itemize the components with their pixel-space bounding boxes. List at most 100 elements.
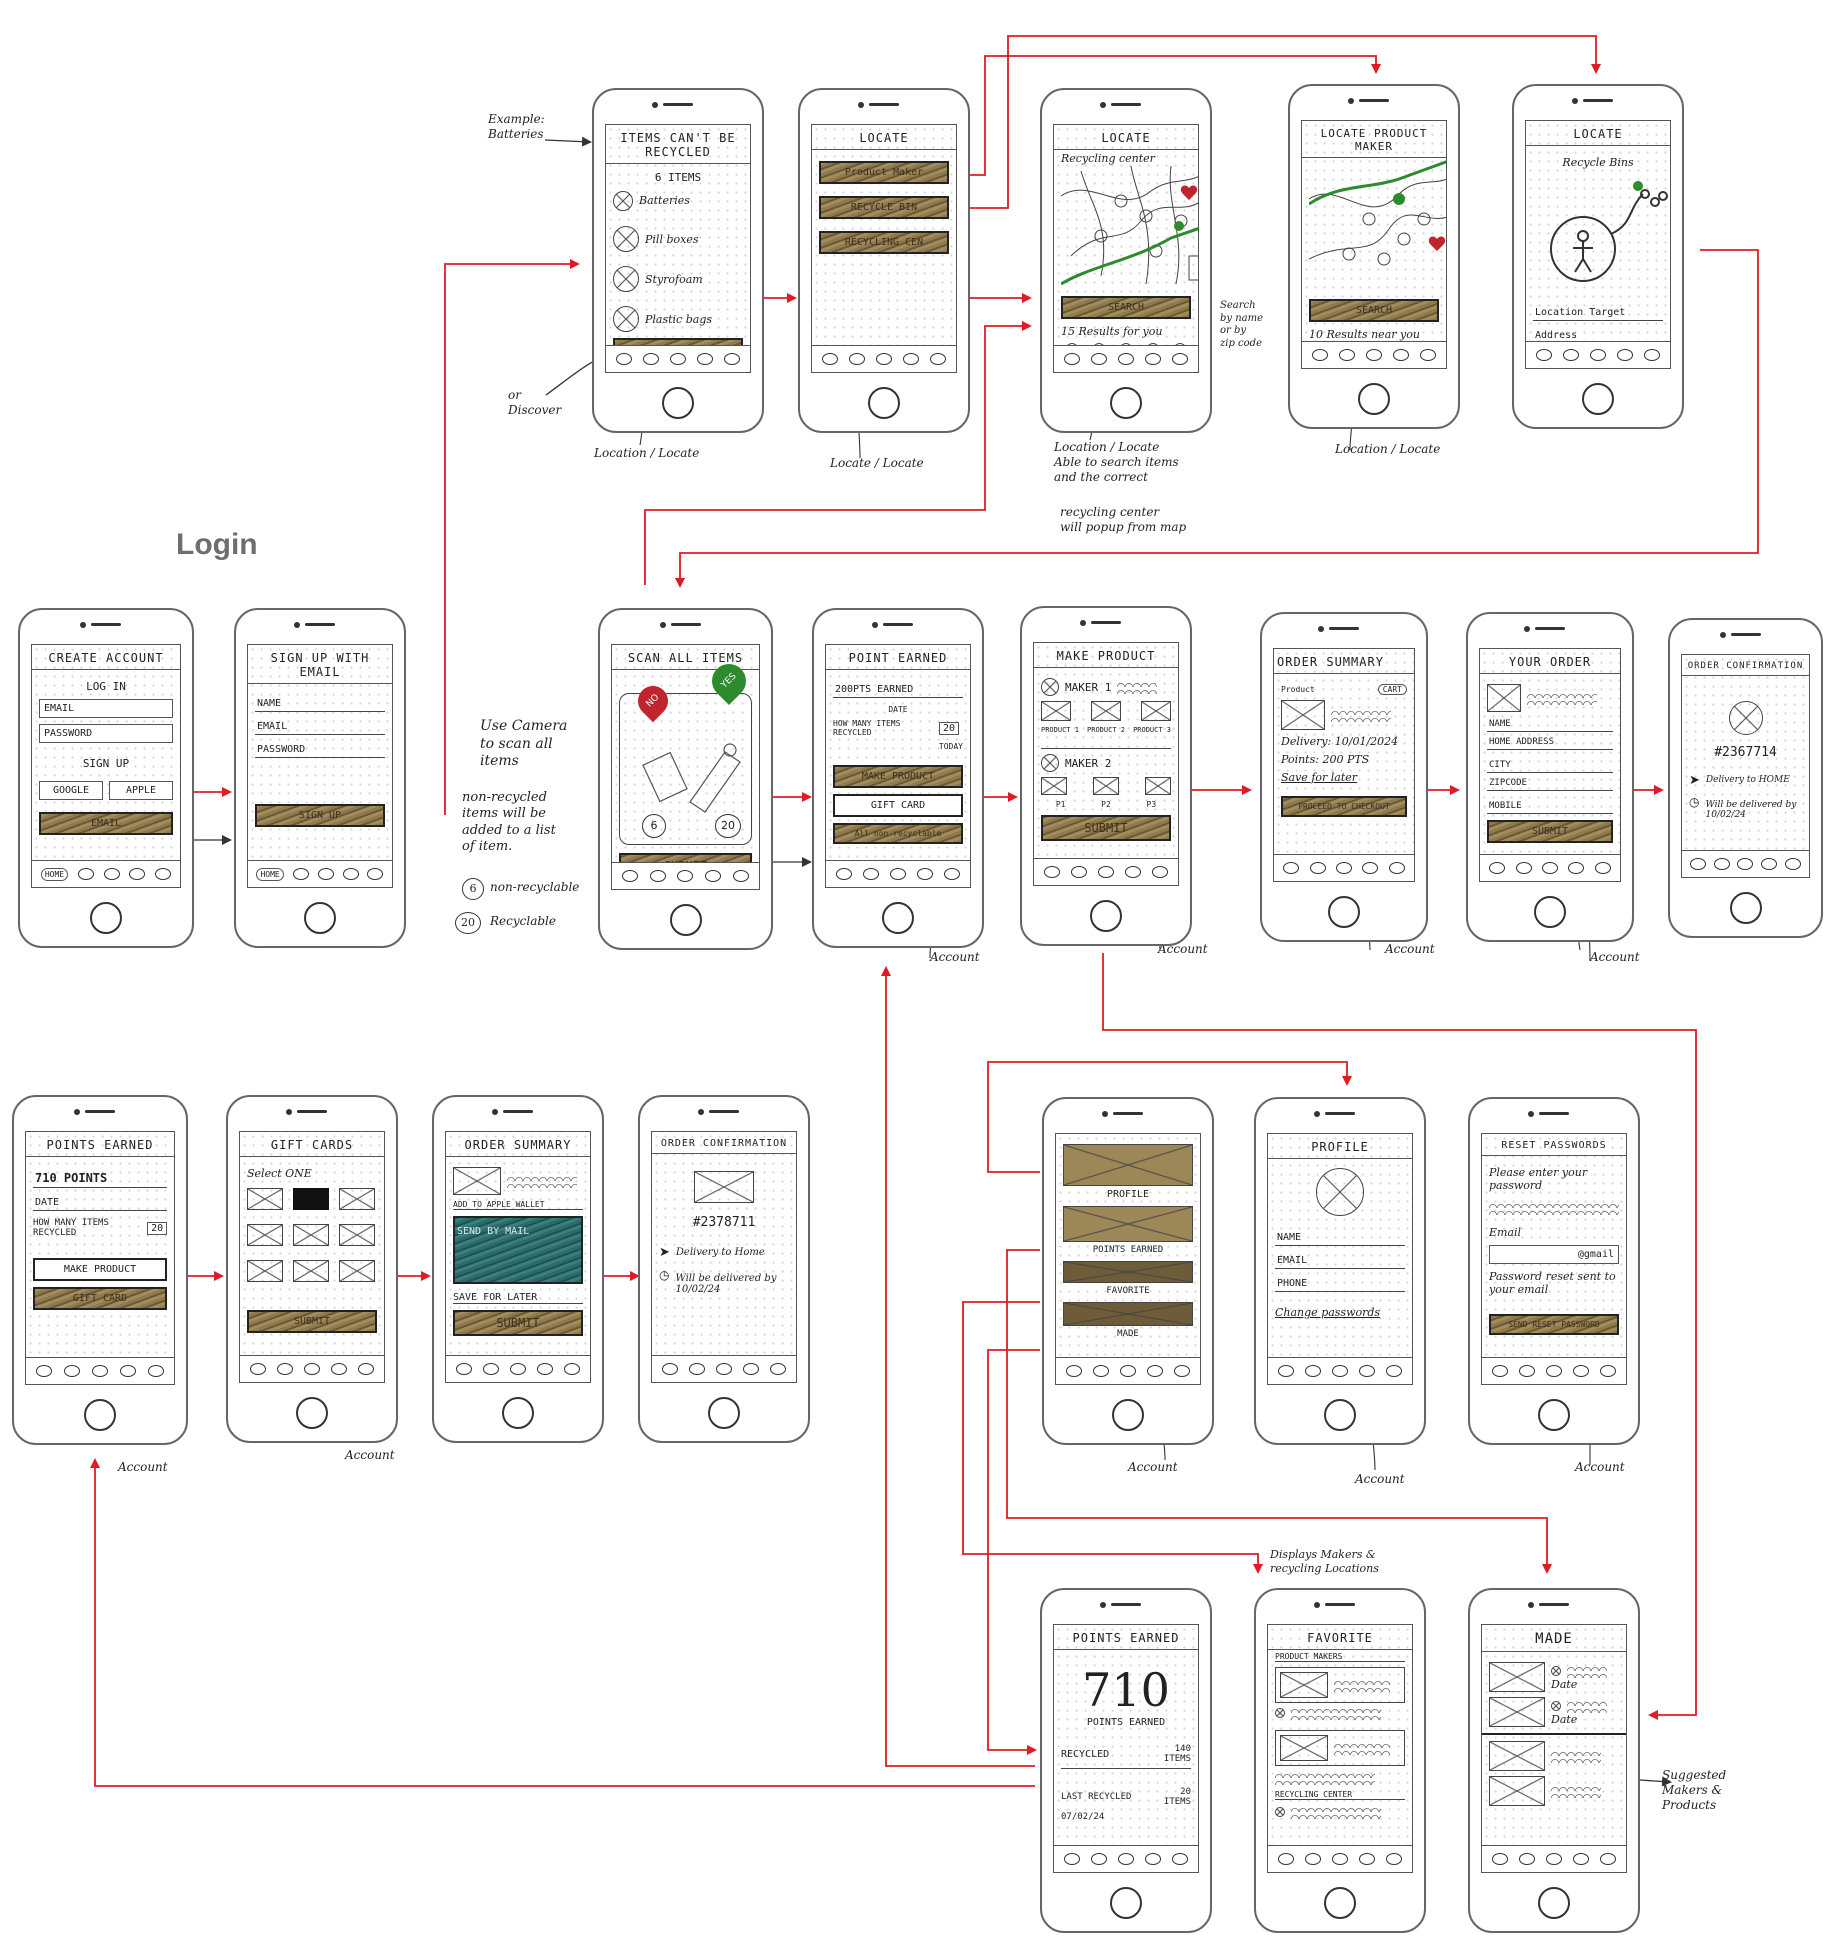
nav-dot[interactable] (848, 353, 865, 365)
nav-dot[interactable] (1304, 1365, 1321, 1377)
nav-dot[interactable] (1562, 349, 1579, 361)
nav-dot[interactable] (1043, 866, 1060, 878)
nav-dot[interactable] (1090, 1853, 1107, 1865)
password-field[interactable]: PASSWORD (255, 742, 385, 758)
home-button[interactable] (1582, 383, 1614, 415)
nav-dot[interactable] (724, 353, 741, 365)
nav-dot[interactable] (1277, 1365, 1294, 1377)
nav-dot[interactable] (1092, 1365, 1109, 1377)
save-for-later-link[interactable]: SAVE FOR LATER (453, 1292, 583, 1304)
nav-dot[interactable] (1283, 862, 1300, 874)
nav-dot[interactable] (120, 1365, 136, 1377)
menu-favorite[interactable]: FAVORITE (1106, 1286, 1150, 1296)
search-button[interactable]: SEARCH (1309, 299, 1439, 322)
nav-home[interactable]: HOME (40, 867, 69, 881)
home-button[interactable] (868, 387, 900, 419)
nav-dot[interactable] (1117, 1853, 1134, 1865)
map-view[interactable] (1060, 165, 1199, 286)
favorite-card[interactable] (1275, 1667, 1405, 1703)
name-field[interactable]: NAME (1487, 717, 1613, 732)
favorite-banner[interactable] (1063, 1261, 1193, 1283)
nav-dot[interactable] (148, 1365, 164, 1377)
nav-dot[interactable] (1152, 866, 1169, 878)
nav-dot[interactable] (1304, 1853, 1321, 1865)
nav-dot[interactable] (688, 1363, 705, 1375)
make-product-button[interactable]: MAKE PRODUCT (833, 765, 963, 788)
nav-dot[interactable] (1545, 1853, 1562, 1865)
nav-dot[interactable] (615, 353, 632, 365)
home-button[interactable] (882, 902, 914, 934)
home-button[interactable] (1534, 896, 1566, 928)
nav-dot[interactable] (1331, 1853, 1348, 1865)
nav-dot[interactable] (1125, 866, 1142, 878)
address-field[interactable]: HOME ADDRESS (1487, 735, 1613, 750)
nav-home[interactable]: HOME (256, 867, 284, 881)
nav-dot[interactable] (1518, 1365, 1535, 1377)
nav-dot[interactable] (292, 868, 309, 880)
gift-card-button[interactable]: GIFT CARD (833, 794, 963, 817)
home-button[interactable] (1110, 387, 1142, 419)
home-button[interactable] (662, 387, 694, 419)
product-image[interactable] (1093, 777, 1119, 795)
apple-wallet-link[interactable]: ADD TO APPLE WALLET (453, 1200, 583, 1210)
name-field[interactable]: NAME (255, 696, 385, 712)
nav-dot[interactable] (1309, 862, 1326, 874)
nav-dot[interactable] (649, 870, 666, 882)
nav-dot[interactable] (821, 353, 838, 365)
profile-banner[interactable] (1063, 1144, 1193, 1186)
zip-field[interactable]: ZIPCODE (1487, 776, 1613, 791)
nav-dot[interactable] (1589, 349, 1606, 361)
product-image[interactable] (1091, 701, 1121, 721)
nav-dot[interactable] (917, 868, 934, 880)
nav-dot[interactable] (1541, 862, 1558, 874)
nav-dot[interactable] (770, 1363, 787, 1375)
nav-dot[interactable] (64, 1365, 80, 1377)
nav-dot[interactable] (509, 1363, 526, 1375)
nav-dot[interactable] (1145, 353, 1162, 365)
nav-dot[interactable] (331, 1363, 348, 1375)
apple-button[interactable]: APPLE (109, 781, 173, 800)
nav-dot[interactable] (276, 1363, 293, 1375)
gift-card-option[interactable] (247, 1188, 283, 1210)
nav-dot[interactable] (1172, 1853, 1189, 1865)
location-target[interactable]: Location Target (1533, 305, 1663, 321)
recycle-bin-button[interactable]: RECYCLE BIN (819, 196, 949, 219)
nav-dot[interactable] (733, 870, 750, 882)
nav-dot[interactable] (1761, 858, 1778, 870)
nav-dot[interactable] (1491, 1365, 1508, 1377)
nav-dot[interactable] (1147, 1365, 1164, 1377)
search-button[interactable]: SEARCH (1061, 296, 1191, 319)
send-by-mail-button[interactable]: SEND BY MAIL (453, 1216, 583, 1284)
nav-dot[interactable] (482, 1363, 499, 1375)
home-button[interactable] (1538, 1887, 1570, 1919)
product-image[interactable] (1489, 1662, 1545, 1692)
home-button[interactable] (1729, 892, 1762, 924)
gift-card-option[interactable] (339, 1224, 375, 1246)
nav-dot[interactable] (1070, 866, 1087, 878)
nav-dot[interactable] (358, 1363, 375, 1375)
home-button[interactable] (1110, 1887, 1142, 1919)
nav-dot[interactable] (1359, 1365, 1376, 1377)
nav-dot[interactable] (1311, 349, 1328, 361)
nav-dot[interactable] (1090, 353, 1107, 365)
gift-card-option[interactable] (247, 1224, 283, 1246)
home-button[interactable] (1538, 1399, 1570, 1431)
nav-dot[interactable] (1535, 349, 1552, 361)
nav-dot[interactable] (697, 353, 714, 365)
product-image[interactable] (1141, 701, 1171, 721)
change-password-link[interactable]: Change passwords (1275, 1306, 1381, 1319)
nav-dot[interactable] (1172, 353, 1189, 365)
nav-dot[interactable] (77, 868, 94, 880)
nav-dot[interactable] (1518, 1853, 1535, 1865)
nav-dot[interactable] (92, 1365, 108, 1377)
nav-dot[interactable] (103, 868, 120, 880)
nav-dot[interactable] (1362, 862, 1379, 874)
nav-dot[interactable] (317, 868, 334, 880)
cart-badge[interactable]: CART (1377, 684, 1407, 695)
nav-dot[interactable] (1063, 1853, 1080, 1865)
home-button[interactable] (1324, 1399, 1356, 1431)
menu-points[interactable]: POINTS EARNED (1092, 1245, 1164, 1255)
nav-dot[interactable] (1145, 1853, 1162, 1865)
nav-dot[interactable] (944, 868, 961, 880)
home-button[interactable] (296, 1397, 328, 1429)
